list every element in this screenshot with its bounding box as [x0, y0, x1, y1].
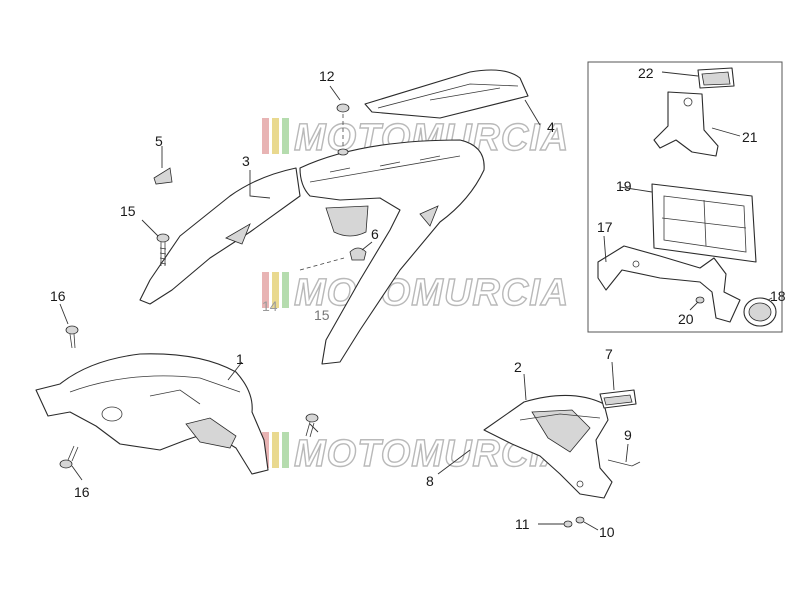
callout-1: 1 — [236, 351, 244, 367]
part-6-pad — [349, 247, 367, 261]
part-3-grab-rail — [139, 139, 485, 365]
callout-10: 10 — [599, 524, 615, 540]
part-5-insert — [153, 167, 173, 185]
part-17-plate-holder — [597, 245, 741, 323]
callout-21: 21 — [742, 129, 758, 145]
callout-9: 9 — [624, 427, 632, 443]
part-15-bolt — [156, 233, 170, 266]
svg-text:MOTOMURCIA: MOTOMURCIA — [294, 272, 569, 314]
part-16-screw-lower — [59, 445, 79, 469]
callout-8: 8 — [426, 473, 434, 489]
part-10-11-fasteners — [563, 516, 585, 528]
part-7-reflector — [599, 389, 637, 409]
callout-6: 6 — [371, 226, 379, 242]
callout-3: 3 — [242, 153, 250, 169]
callout-18: 18 — [770, 288, 786, 304]
callout-20: 20 — [678, 311, 694, 327]
callout-11: 11 — [515, 516, 530, 532]
svg-text:MOTOMURCIA: MOTOMURCIA — [294, 433, 569, 475]
part-20-nut — [695, 296, 705, 304]
watermark-middle: MOTOMURCIA — [262, 271, 569, 315]
callout-19: 19 — [616, 178, 632, 194]
leader-lines — [59, 71, 773, 531]
part-4-rack-cover — [364, 69, 529, 119]
callout-4: 4 — [547, 119, 555, 135]
part-19-plate — [651, 183, 757, 263]
part-18-reflector-round — [743, 297, 777, 327]
callout-15-lower: 15 — [314, 307, 330, 323]
callout-22: 22 — [638, 65, 654, 81]
callout-16-lower: 16 — [74, 484, 90, 500]
assembly-guide-line — [299, 257, 345, 271]
callout-12: 12 — [319, 68, 335, 84]
part-14-screw — [305, 413, 319, 438]
inset-frame — [587, 61, 783, 333]
part-22-reflector — [697, 67, 735, 89]
part-12-bushing — [336, 103, 350, 156]
part-21-bracket — [653, 91, 719, 157]
part-2-mudguard — [483, 394, 613, 499]
callout-2: 2 — [514, 359, 522, 375]
callout-14: 14 — [262, 298, 278, 314]
callout-17: 17 — [597, 219, 613, 235]
callout-16-upper: 16 — [50, 288, 66, 304]
callout-5: 5 — [155, 133, 163, 149]
part-9-key — [607, 459, 641, 467]
part-1-undertail — [35, 353, 269, 475]
callout-7: 7 — [605, 346, 613, 362]
callout-15-upper: 15 — [120, 203, 136, 219]
watermark-bottom: MOTOMURCIA — [262, 432, 569, 476]
part-16-screw-upper — [65, 325, 79, 349]
